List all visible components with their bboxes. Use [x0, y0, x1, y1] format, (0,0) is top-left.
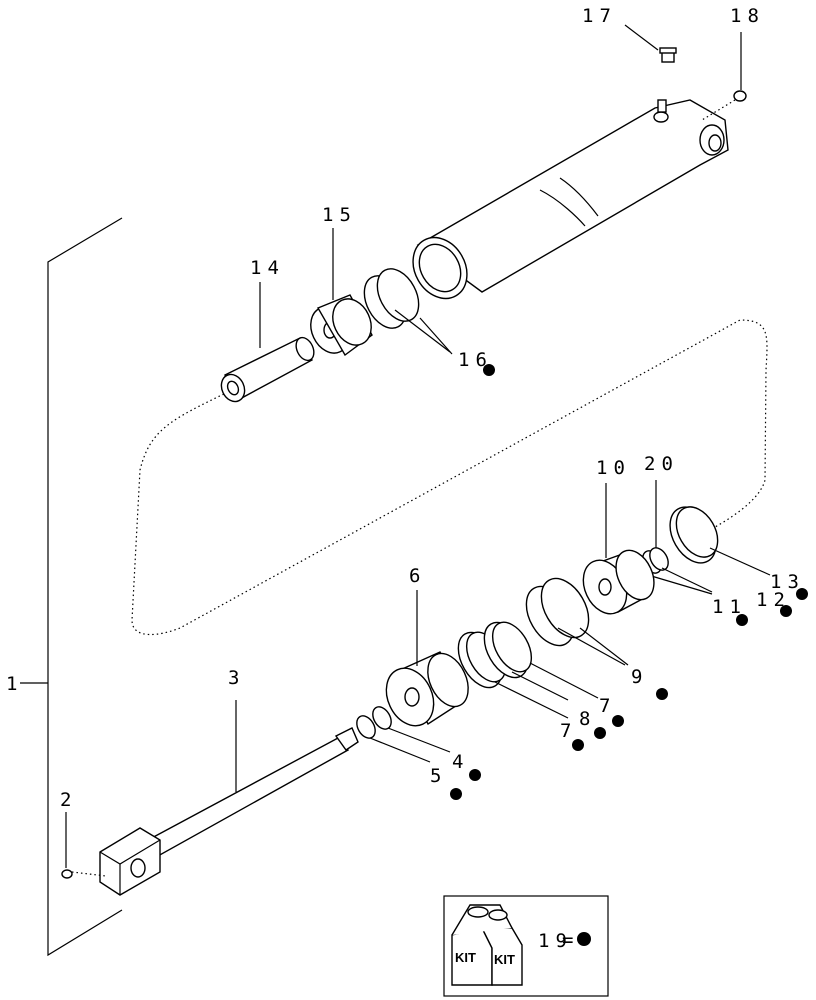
- assembly-bracket: [20, 217, 123, 957]
- callout-6: 6: [409, 565, 426, 587]
- kit-marker-dot: [736, 614, 748, 626]
- callout-17: 17: [582, 5, 617, 27]
- callout-13: 13: [770, 571, 805, 593]
- kit-marker-dot: [483, 364, 495, 376]
- callout-19: 19: [538, 930, 573, 952]
- kit-label-left: KIT: [455, 950, 476, 965]
- kit-marker-dot: [577, 932, 591, 946]
- wear-ring-13: [669, 506, 808, 600]
- callout-4: 4: [452, 751, 469, 773]
- seals-20-11: [642, 480, 792, 626]
- callout-16: 16: [458, 349, 493, 371]
- callout-20: 20: [644, 453, 679, 475]
- piston-rod-3: [99, 700, 359, 896]
- kit-marker-dot: [796, 588, 808, 600]
- grease-fitting-17: [624, 24, 677, 63]
- kit-box: KIT KIT 19 =: [443, 895, 609, 997]
- callout-labels: 1 2 3 4 5 6 7 7 8 9 10 11 12 13 14 15 16…: [6, 5, 805, 811]
- kit-marker-dot: [469, 769, 481, 781]
- callout-1: 1: [6, 673, 23, 695]
- cylinder-barrel: [412, 99, 729, 300]
- seals-9: [525, 577, 668, 700]
- callout-15: 15: [322, 204, 357, 226]
- piston-10: [582, 483, 655, 615]
- piston-group-dotted-outline: [131, 319, 768, 636]
- kit-marker-dot: [594, 727, 606, 739]
- callout-9: 9: [631, 666, 648, 688]
- kit-marker-dot: [612, 715, 624, 727]
- gland-15: [310, 228, 373, 357]
- kit-label-right: KIT: [494, 952, 515, 967]
- grease-fitting-18: [701, 32, 747, 121]
- kit-equals: =: [562, 929, 573, 951]
- callout-11: 11: [712, 596, 747, 618]
- rings-7-8: [457, 621, 624, 751]
- kit-marker-dot: [572, 739, 584, 751]
- seals-4-5: [356, 706, 481, 800]
- kit-marker-dot: [656, 688, 668, 700]
- kit-marker-dot: [780, 605, 792, 617]
- callout-3: 3: [228, 667, 245, 689]
- callout-7b: 7: [560, 720, 577, 742]
- piston-head-6: [385, 590, 469, 727]
- bushing-14: [220, 282, 315, 403]
- callout-8: 8: [579, 708, 596, 730]
- kit-marker-dot: [450, 788, 462, 800]
- grease-fitting-2: [61, 812, 107, 879]
- callout-2: 2: [60, 789, 77, 811]
- kit-box-icon: KIT KIT: [451, 904, 523, 986]
- callout-10: 10: [596, 457, 631, 479]
- callout-14: 14: [250, 257, 285, 279]
- callout-5: 5: [430, 765, 447, 787]
- callout-7a: 7: [599, 695, 616, 717]
- callout-18: 18: [730, 5, 765, 27]
- seals-16: [363, 268, 495, 376]
- callout-12: 12: [756, 589, 791, 611]
